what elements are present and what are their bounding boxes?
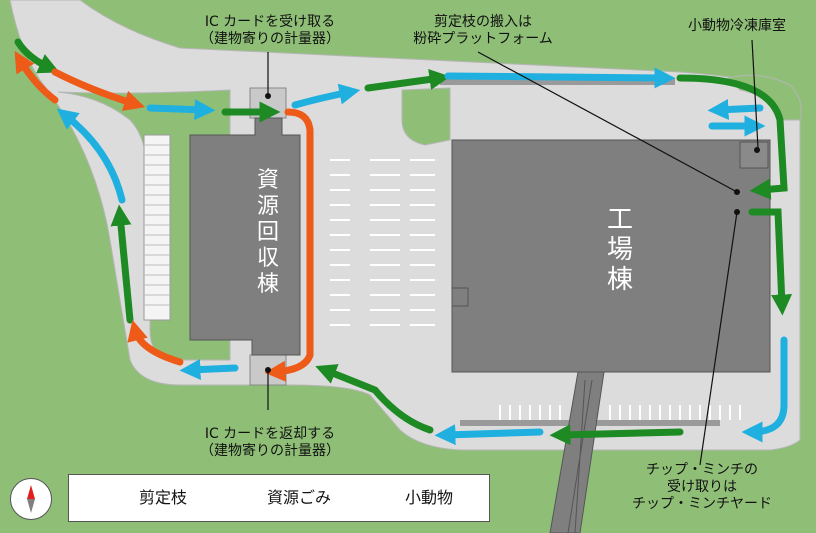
parking-lot-center — [330, 159, 435, 326]
label-pruning-line1: 剪定枝の搬入は — [434, 14, 532, 30]
leader-dots — [265, 93, 760, 373]
parking-lot-left — [143, 134, 171, 321]
compass-icon — [10, 478, 52, 520]
route-pruning — [14, 38, 793, 446]
label-ic-return: IC カードを返却する （建物寄りの計量器） — [180, 426, 360, 460]
label-ic-receive-line1: IC カードを受け取る — [204, 14, 336, 30]
label-chip-line2: 受け取りは — [667, 479, 737, 495]
label-chip-line1: チップ・ミンチの — [646, 462, 758, 478]
legend-item-small-animal: 小動物 — [405, 488, 454, 507]
recycling-char: 収 — [256, 246, 279, 271]
recycling-char: 棟 — [256, 272, 279, 297]
recycling-char: 源 — [256, 194, 279, 219]
factory-char: 工 — [606, 205, 633, 235]
parking-lot-bottom — [499, 405, 741, 420]
factory-char: 場 — [606, 235, 633, 265]
recycling-building — [189, 117, 301, 356]
recycling-building-name: 資 源 回 収 棟 — [253, 168, 283, 298]
leader-lines — [267, 39, 759, 466]
recycling-char: 回 — [256, 220, 279, 245]
factory-building-name: 工 場 棟 — [603, 205, 637, 295]
legend: 剪定枝 資源ごみ 小動物 — [68, 474, 490, 522]
factory-char: 棟 — [606, 265, 633, 295]
legend-item-pruning: 剪定枝 — [139, 488, 188, 507]
factory-annex — [451, 287, 469, 307]
legend-item-resource-waste: 資源ごみ — [267, 488, 332, 507]
label-small-animal: 小動物冷凍庫室 — [688, 18, 786, 34]
label-pruning: 剪定枝の搬入は 粉砕プラットフォーム — [398, 14, 568, 48]
small-animal-freezer — [739, 141, 769, 169]
label-ic-receive-line2: （建物寄りの計量器） — [200, 31, 340, 47]
recycling-char: 資 — [256, 168, 279, 193]
crushing-platform — [440, 78, 675, 85]
route-small-animal — [56, 67, 788, 446]
compass-needle — [27, 485, 35, 513]
label-chip-line3: チップ・ミンチヤード — [632, 496, 772, 512]
label-pruning-line2: 粉砕プラットフォーム — [413, 31, 553, 47]
route-resource-waste — [14, 50, 314, 382]
label-chip: チップ・ミンチの 受け取りは チップ・ミンチヤード — [612, 462, 792, 513]
label-ic-return-line1: IC カードを返却する — [204, 426, 336, 442]
label-ic-return-line2: （建物寄りの計量器） — [200, 443, 340, 459]
label-ic-receive: IC カードを受け取る （建物寄りの計量器） — [180, 14, 360, 48]
